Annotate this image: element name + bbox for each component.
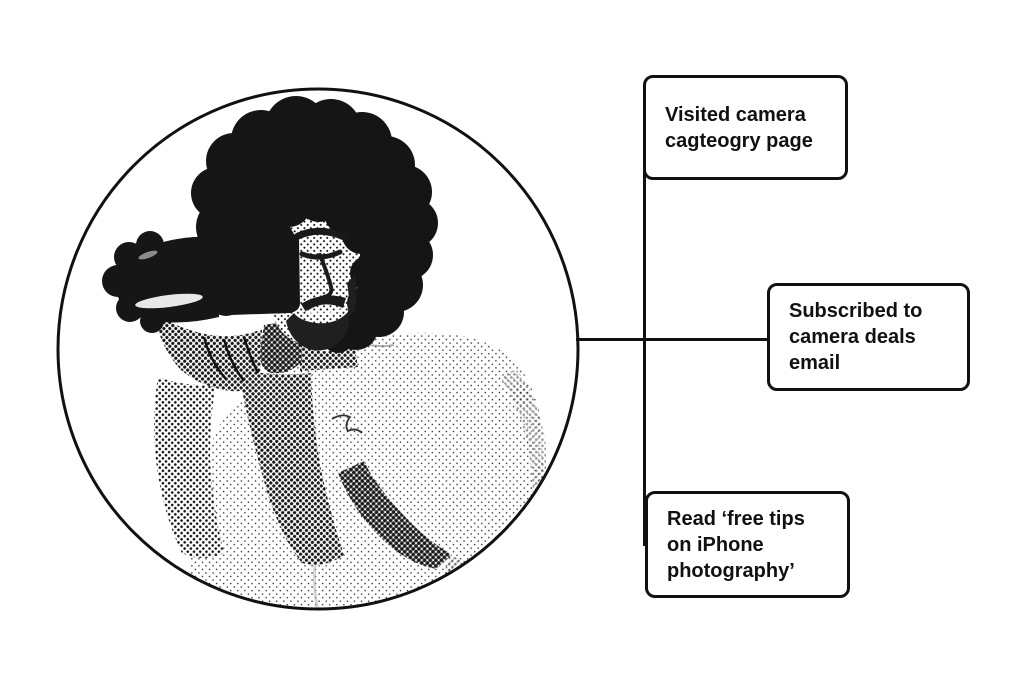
connector-vertical bbox=[643, 126, 646, 546]
left-hand bbox=[154, 313, 262, 392]
camera bbox=[102, 224, 300, 333]
event-label: Read ‘free tips on iPhone photography’ bbox=[667, 507, 805, 582]
event-label: Subscribed to camera deals email bbox=[789, 300, 923, 374]
event-box-visited-camera-category: Visited camera cagteogry page bbox=[643, 75, 848, 180]
arms bbox=[154, 369, 344, 565]
event-box-read-free-tips: Read ‘free tips on iPhone photography’ bbox=[645, 491, 850, 598]
lens-highlight bbox=[135, 293, 203, 309]
event-box-subscribed-camera-deals: Subscribed to camera deals email bbox=[767, 283, 970, 391]
photographer-photo bbox=[56, 87, 580, 611]
portrait-circle-outline bbox=[56, 87, 580, 611]
event-label: Visited camera cagteogry page bbox=[665, 103, 813, 152]
neck bbox=[298, 333, 358, 371]
connector-horizontal bbox=[576, 338, 769, 341]
